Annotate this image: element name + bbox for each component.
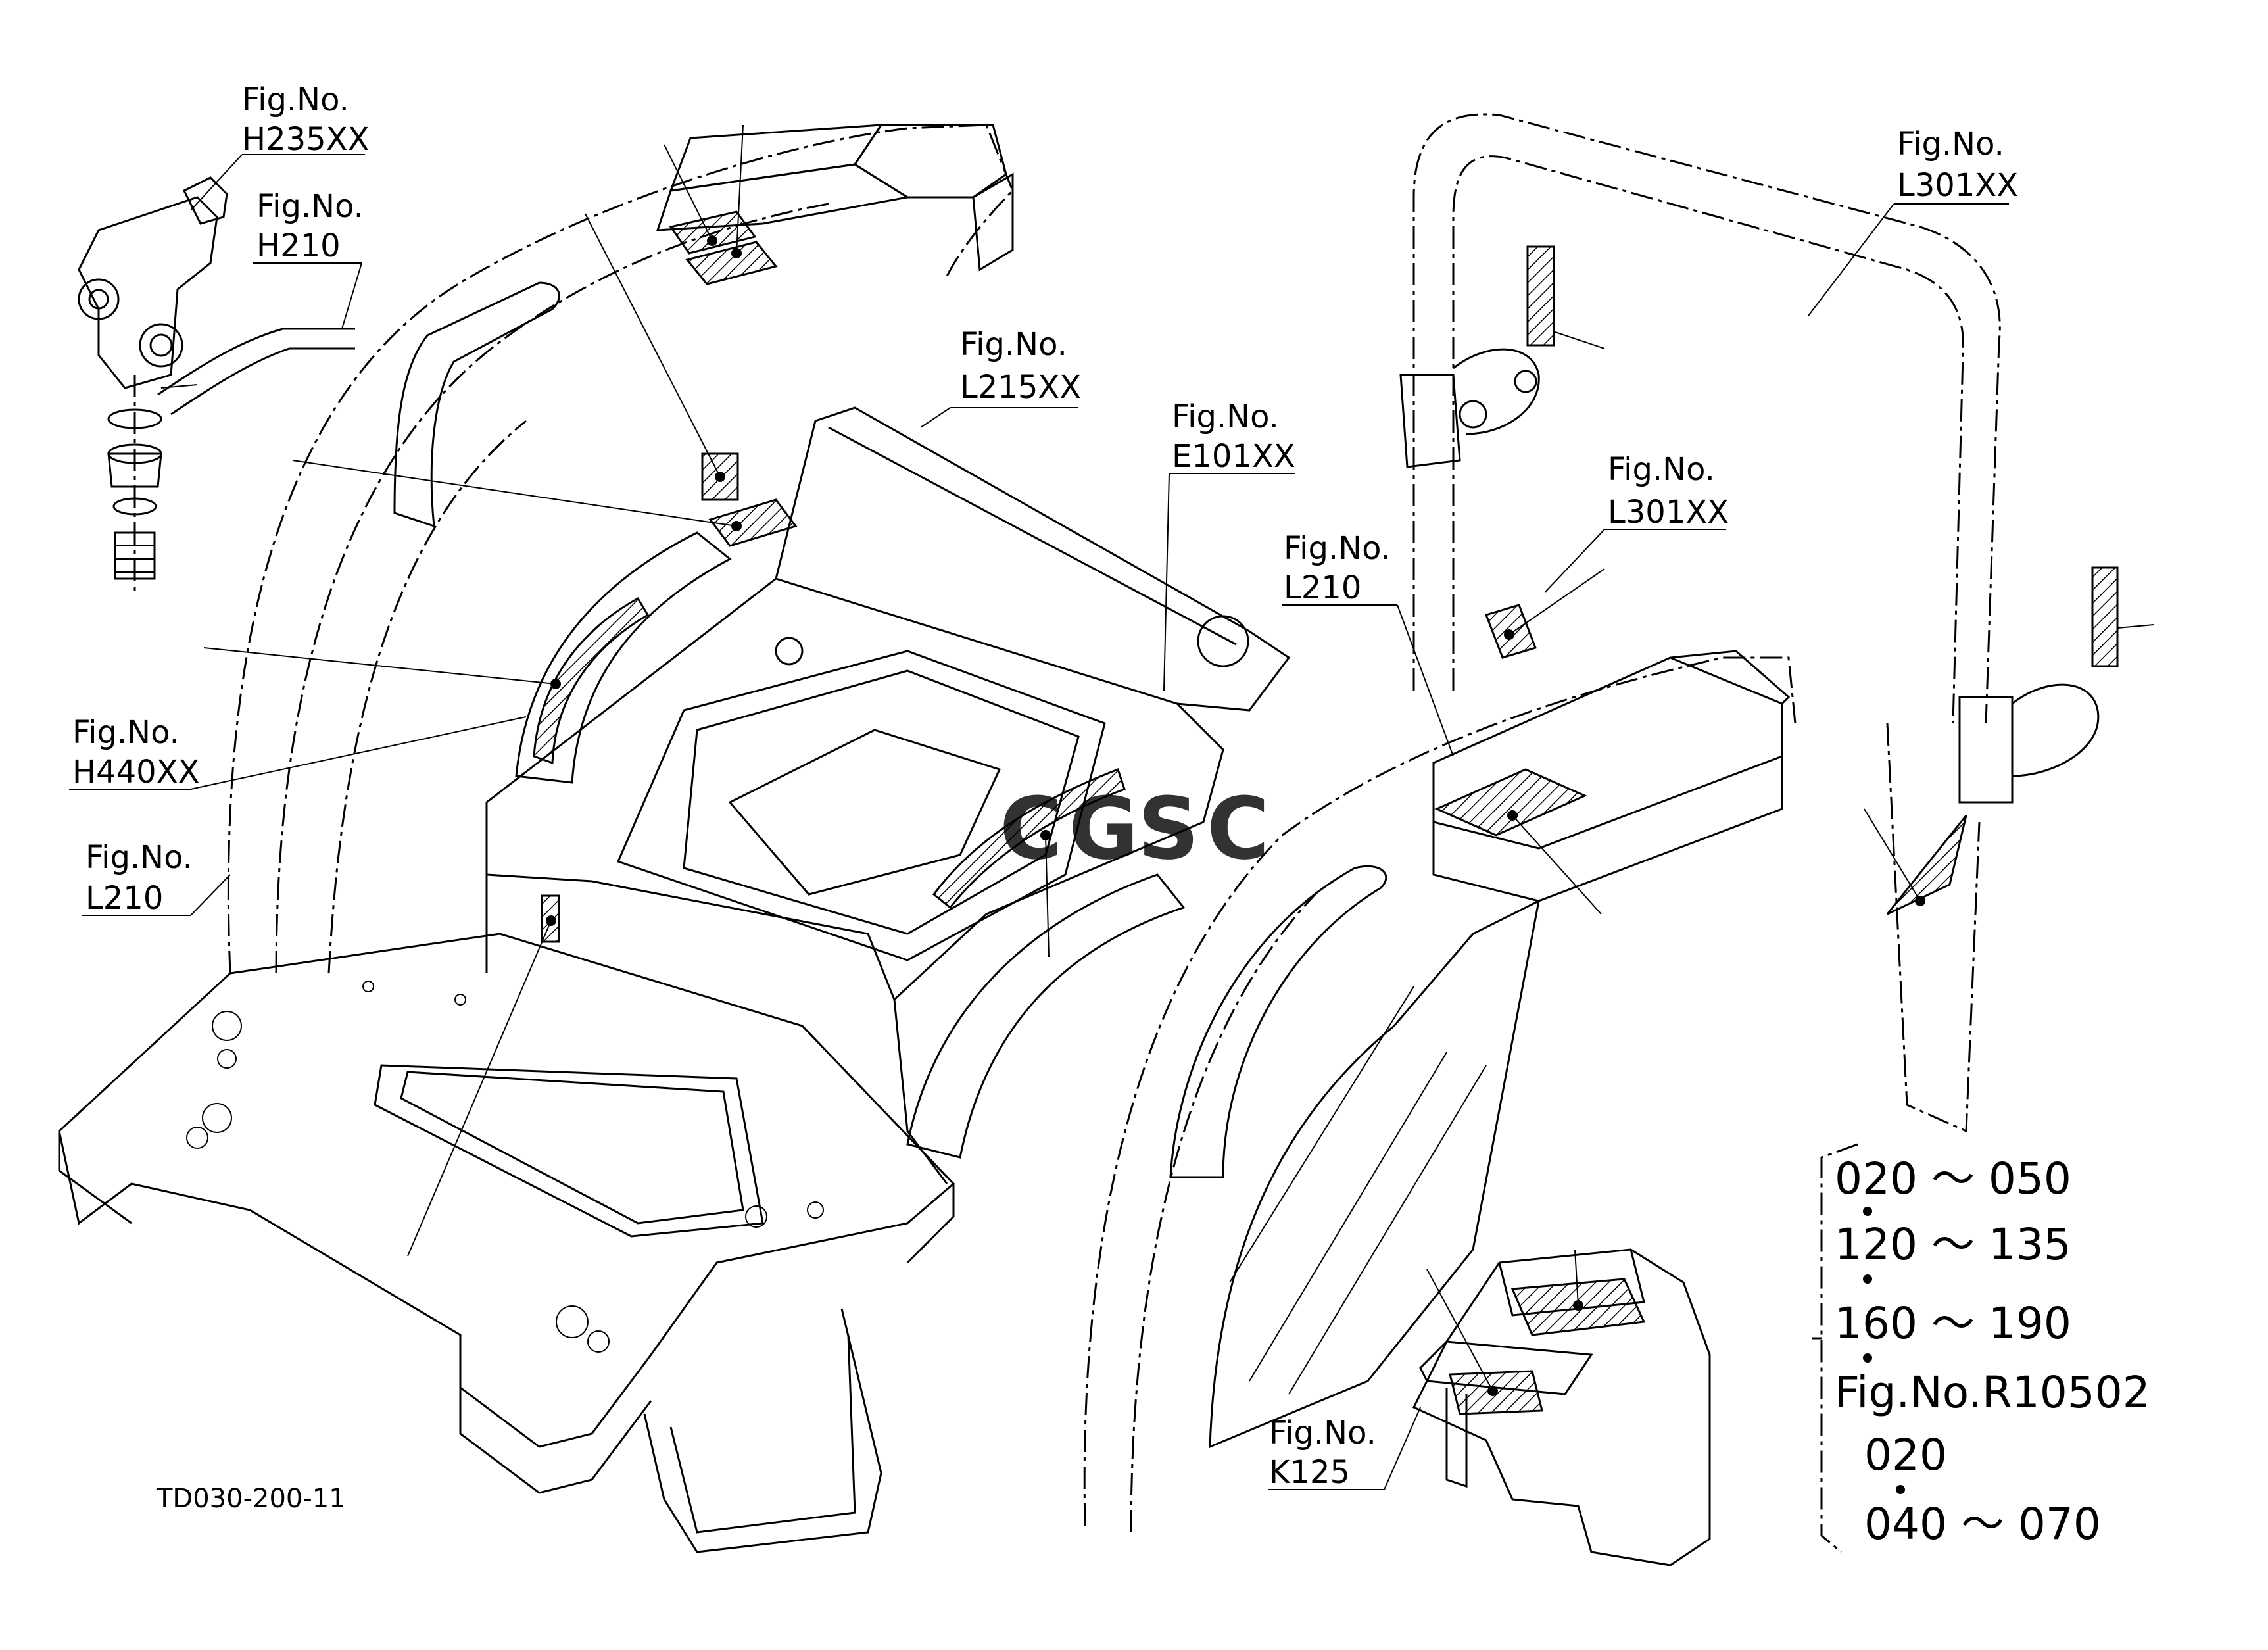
fig-ref-code: L215XX	[960, 369, 1081, 406]
watermark-letter: G	[1069, 779, 1139, 879]
decal-050	[669, 210, 757, 255]
set-note-line: Fig.No.R10502	[1835, 1367, 2150, 1418]
set-note-line: 020	[1864, 1430, 1947, 1480]
set-note-line: 160 ～ 190	[1835, 1298, 2071, 1349]
fig-ref-code: L210	[85, 880, 163, 917]
set-bracket	[1820, 1143, 1858, 1553]
watermark-logo: C G S C	[1000, 779, 1269, 879]
fig-ref-code: E101XX	[1172, 438, 1295, 475]
decal-030	[1434, 768, 1587, 837]
fig-ref-label: Fig.No.	[1284, 530, 1391, 567]
fig-ref-label: Fig.No.	[72, 714, 180, 751]
fig-ref-label: Fig.No.	[1172, 399, 1279, 435]
watermark-letter: C	[1207, 779, 1269, 879]
fig-ref-label: Fig.No.	[1608, 451, 1715, 488]
figure-references: Fig.No. H235XX Fig.No. H210 Fig.No. L215…	[72, 82, 2018, 1491]
fig-ref-code: L301XX	[1608, 494, 1729, 531]
fig-ref-code: L301XX	[1897, 167, 2018, 204]
right-fender-drawing	[1083, 650, 1797, 1533]
decal-140-lower	[2091, 566, 2119, 667]
decal-135	[1886, 815, 1967, 915]
fig-ref-code: L210	[1284, 570, 1361, 606]
floor-plate-holes	[186, 981, 824, 1353]
set-note-line: 020 ～ 050	[1835, 1153, 2071, 1204]
fig-ref-code: H440XX	[72, 754, 199, 790]
decal-110	[708, 498, 798, 547]
decal-140-upper	[1526, 245, 1555, 347]
fig-ref-label: Fig.No.	[1269, 1415, 1376, 1451]
left-fender-drawing	[58, 124, 1291, 1553]
step-drawing	[1412, 1248, 1711, 1566]
hydraulic-fitting-drawing	[78, 176, 355, 592]
set-note-line: 040 ～ 070	[1864, 1499, 2101, 1549]
watermark-letter: S	[1138, 779, 1199, 879]
decal-120	[685, 241, 778, 285]
decal-060	[932, 768, 1126, 910]
fig-ref-label: Fig.No.	[85, 839, 193, 876]
rops-drawing	[1399, 113, 2119, 1133]
set-note-line: 120 ～ 135	[1835, 1219, 2071, 1270]
fig-ref-code: H235XX	[242, 121, 369, 158]
watermark-letter: C	[1000, 779, 1062, 879]
fig-ref-label: Fig.No.	[960, 326, 1067, 363]
fig-ref-code: H210	[256, 228, 341, 264]
fig-ref-label: Fig.No.	[1897, 126, 2004, 162]
fig-ref-label: Fig.No.	[242, 82, 349, 118]
drawing-code: TD030-200-11	[156, 1484, 346, 1514]
fig-ref-code: K125	[1269, 1454, 1350, 1491]
fig-ref-label: Fig.No.	[256, 188, 364, 225]
set-note: 020 ～ 050 120 ～ 135 160 ～ 190 Fig.No.R10…	[1835, 1153, 2150, 1549]
leader-lines	[69, 124, 2154, 1490]
decal-010	[533, 596, 650, 765]
